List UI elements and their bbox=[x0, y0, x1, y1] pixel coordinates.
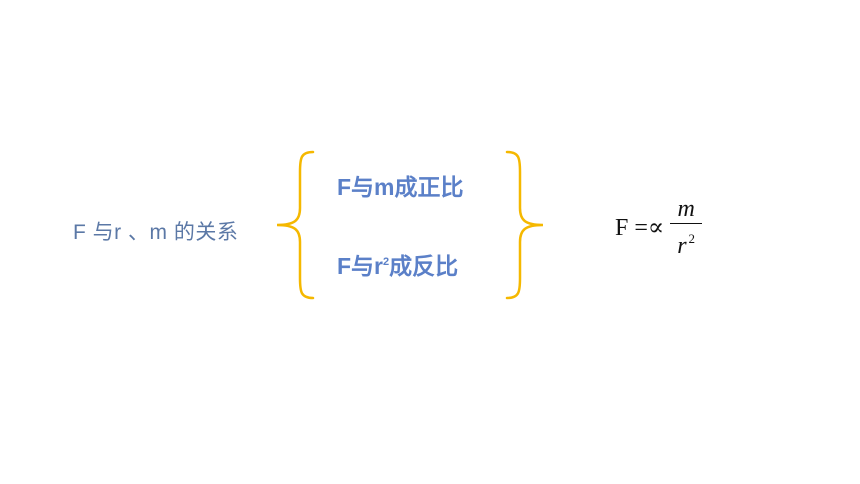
formula-denominator: r bbox=[677, 233, 687, 259]
left-curly-brace bbox=[276, 150, 315, 300]
relation-inverse: F与r2成反比 bbox=[337, 247, 458, 281]
relation-inverse-prefix: F与r bbox=[337, 253, 383, 279]
relation-subject-label: F 与r 、m 的关系 bbox=[73, 221, 239, 244]
formula-exponent: 2 bbox=[688, 231, 696, 246]
fraction-bar bbox=[670, 223, 703, 224]
relation-inverse-exponent: 2 bbox=[383, 256, 390, 268]
right-curly-brace bbox=[505, 150, 544, 300]
relation-inverse-suffix: 成反比 bbox=[389, 253, 459, 279]
formula-lhs: F =∝ bbox=[615, 215, 665, 241]
relation-proportional: F与m成正比 bbox=[337, 168, 464, 202]
formula-numerator: m bbox=[677, 196, 695, 222]
relation-proportional-text: F与m成正比 bbox=[337, 174, 464, 200]
